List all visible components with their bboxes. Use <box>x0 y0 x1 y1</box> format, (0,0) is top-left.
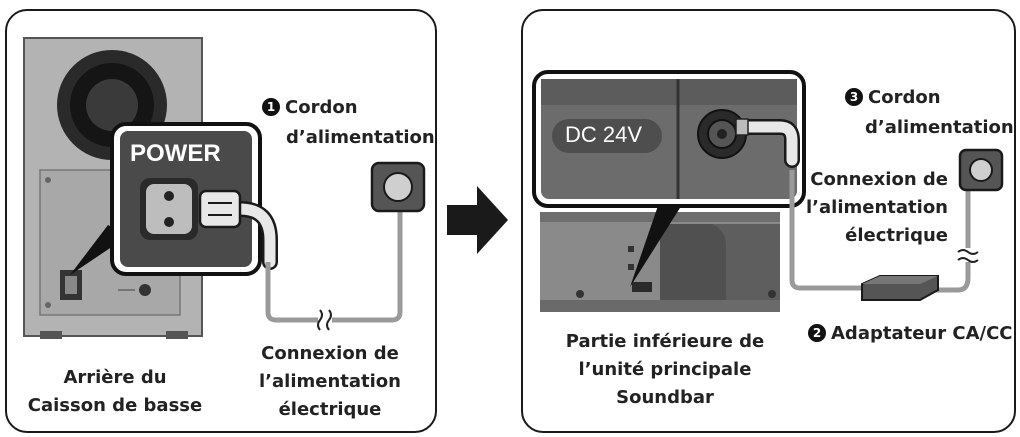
dc-zoom-callout <box>532 70 806 287</box>
cord-label-right-line2: d’alimentation <box>865 117 1014 138</box>
adapter-icon <box>861 275 939 301</box>
outlet-label-right-line2: l’alimentation <box>806 197 948 218</box>
cord-label-left-line1: Cordon <box>285 97 358 118</box>
arrow-right-icon <box>447 186 508 254</box>
wall-outlet-left-icon <box>370 161 426 213</box>
soundbar-illustration <box>540 212 780 312</box>
dc-label: DC 24V <box>565 122 643 147</box>
outlet-label-left-line3: électrique <box>278 399 382 420</box>
caption-right-line3: Soundbar <box>616 387 714 408</box>
cord-label-left-line2: d’alimentation <box>286 127 435 148</box>
power-label: POWER <box>130 140 221 167</box>
caption-left-line1: Arrière du <box>63 367 167 388</box>
step-2-badge: 2 <box>808 324 826 342</box>
power-cord-left <box>198 189 403 331</box>
cord-label-left: 1 Cordon <box>262 94 358 122</box>
outlet-label-right-line1: Connexion de <box>810 169 948 190</box>
caption-right-line2: l’unité principale <box>578 359 752 380</box>
outlet-label-left: Connexion de l’alimentation électrique <box>250 340 410 424</box>
power-zoom-callout <box>110 122 262 276</box>
caption-right: Partie inférieure de l’unité principale … <box>560 328 770 412</box>
step-1-badge: 1 <box>262 98 280 116</box>
soundbar-bottom-panel <box>521 9 1016 433</box>
caption-right-line1: Partie inférieure de <box>565 331 765 352</box>
outlet-label-right: Connexion de l’alimentation électrique <box>800 166 948 250</box>
step-3-badge: 3 <box>845 88 863 106</box>
outlet-label-left-line2: l’alimentation <box>259 371 401 392</box>
caption-left: Arrière du Caisson de basse <box>20 364 210 420</box>
power-cord-right <box>734 118 979 293</box>
outlet-label-right-line3: électrique <box>845 225 948 246</box>
wall-outlet-right-icon <box>958 148 1004 192</box>
caption-left-line2: Caisson de basse <box>27 395 203 416</box>
outlet-label-left-line1: Connexion de <box>261 343 399 364</box>
adapter-label-text: Adaptateur CA/CC <box>831 323 1013 344</box>
cord-label-right: 3 Cordon <box>845 84 941 112</box>
cord-label-right-line1: Cordon <box>868 87 941 108</box>
adapter-label: 2 Adaptateur CA/CC <box>808 320 1013 348</box>
